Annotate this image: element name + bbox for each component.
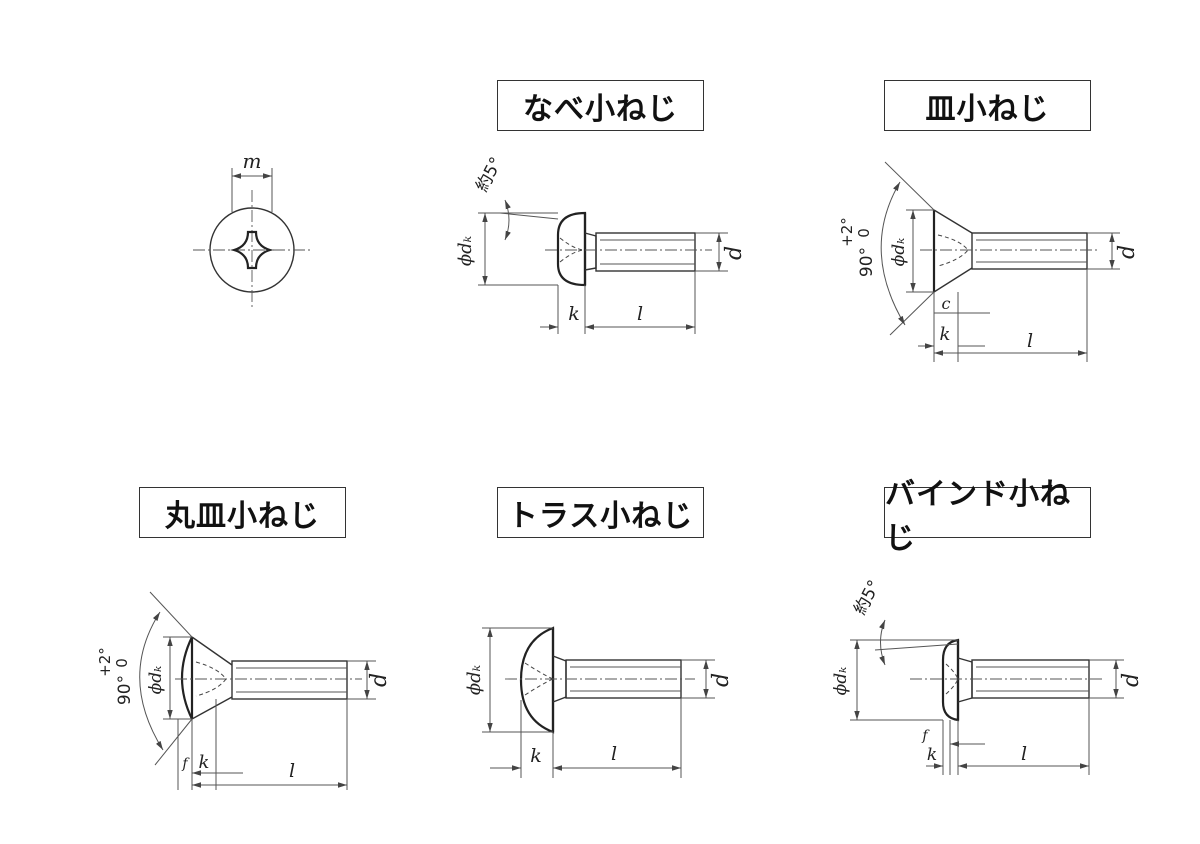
label-m: m: [243, 149, 262, 173]
label-tol-zero-flat: 0: [855, 228, 873, 238]
label-approx5-pan: 約5°: [472, 154, 507, 195]
truss-head-screw-diagram: ϕdₖ d k l: [464, 626, 734, 778]
label-dk-oval: ϕdₖ: [146, 666, 166, 695]
recess-top-view: m: [193, 149, 312, 310]
title-pan-head: なべ小ねじ: [497, 80, 704, 131]
label-l-flat: l: [1027, 330, 1033, 352]
label-f-oval: f: [181, 756, 190, 772]
label-l-binding: l: [1021, 743, 1027, 765]
label-k-binding: k: [927, 745, 937, 765]
flat-head-screw-diagram: 90° +2° 0 ϕdₖ d c k l: [838, 161, 1140, 362]
label-90-oval: 90°: [115, 675, 135, 705]
label-dk-pan: ϕdₖ: [455, 235, 476, 266]
label-d-pan: d: [722, 246, 747, 260]
label-dk-binding: ϕdₖ: [831, 667, 851, 696]
label-l-oval: l: [289, 760, 295, 782]
binding-head-screw-diagram: 約5° ϕdₖ d f k l: [831, 577, 1144, 775]
label-l-truss: l: [611, 743, 617, 765]
label-k-oval: k: [199, 752, 210, 773]
label-dk-flat: ϕdₖ: [889, 238, 909, 267]
label-c-flat: c: [942, 294, 951, 313]
cross-recess-icon: [230, 230, 274, 270]
title-truss-head: トラス小ねじ: [497, 487, 704, 538]
title-oval-head: 丸皿小ねじ: [139, 487, 346, 538]
label-approx5-binding: 約5°: [850, 577, 885, 618]
label-f-binding: f: [921, 728, 930, 744]
label-d-binding: d: [1119, 673, 1144, 687]
label-k-flat: k: [940, 324, 951, 345]
title-flat-head: 皿小ねじ: [884, 80, 1091, 131]
label-tol-plus-oval: +2°: [96, 647, 114, 677]
label-d-oval: d: [367, 673, 392, 687]
label-d-flat: d: [1115, 245, 1140, 259]
label-k-pan: k: [568, 303, 580, 325]
label-l-pan: l: [637, 303, 643, 325]
label-90-flat: 90°: [857, 247, 877, 277]
label-k-truss: k: [530, 745, 542, 767]
label-d-truss: d: [709, 673, 734, 687]
pan-head-screw-diagram: ϕdₖ 約5° d k l: [455, 154, 747, 334]
label-dk-truss: ϕdₖ: [464, 664, 485, 695]
oval-head-screw-diagram: 90° +2° 0 ϕdₖ d f k l: [96, 591, 392, 790]
label-tol-zero-oval: 0: [113, 658, 131, 668]
label-tol-plus-flat: +2°: [838, 217, 856, 247]
